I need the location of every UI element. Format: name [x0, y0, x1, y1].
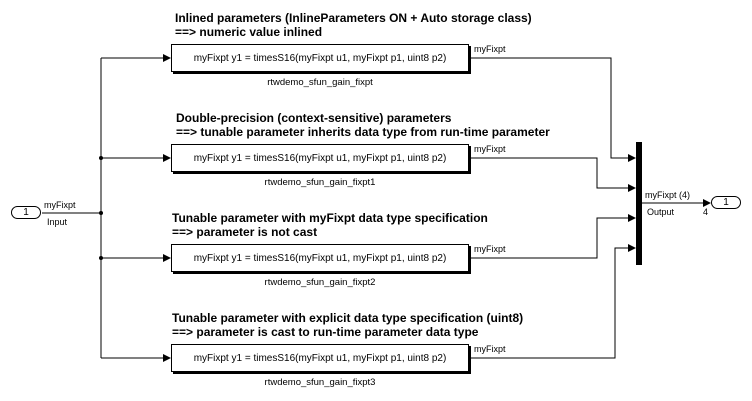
branch-2-heading-line-1: Double-precision (context-sensitive) par… — [176, 111, 452, 125]
signal-width-label: 4 — [703, 207, 709, 217]
line-block-3-to-mux — [471, 214, 636, 259]
branch-4-heading-line-2: ==> parameter is cast to run-time parame… — [172, 325, 479, 339]
sfunction-block-4[interactable]: myFixpt y1 = timesS16(myFixpt u1, myFixp… — [171, 344, 469, 372]
block-1-text: myFixpt y1 = timesS16(myFixpt u1, myFixp… — [193, 52, 447, 64]
line-block-1-to-mux — [471, 57, 636, 162]
line-block-2-to-mux — [471, 157, 636, 192]
block-2-name: rtwdemo_sfun_gain_fixpt1 — [264, 177, 376, 188]
block-4-name: rtwdemo_sfun_gain_fixpt3 — [264, 377, 376, 388]
outport-block[interactable]: 1 — [711, 196, 741, 209]
outport-name: Output — [647, 207, 675, 217]
inport-signal-label: myFixpt — [44, 200, 76, 210]
inport-number: 1 — [23, 207, 29, 218]
block-3-name: rtwdemo_sfun_gain_fixpt2 — [264, 277, 376, 288]
inport-name: Input — [47, 217, 68, 227]
sfunction-block-2[interactable]: myFixpt y1 = timesS16(myFixpt u1, myFixp… — [171, 144, 469, 172]
block-1-output-signal: myFixpt — [474, 44, 506, 54]
branch-2-heading-line-2: ==> tunable parameter inherits data type… — [176, 125, 550, 139]
branch-1-heading-line-2: ==> numeric value inlined — [175, 25, 323, 39]
branch-1-heading-line-1: Inlined parameters (InlineParameters ON … — [175, 11, 532, 25]
junction-dot — [99, 156, 103, 160]
block-4-output-signal: myFixpt — [474, 344, 506, 354]
junction-dot — [99, 211, 103, 215]
outport-signal-label: myFixpt (4) — [645, 190, 690, 200]
block-2-output-signal: myFixpt — [474, 144, 506, 154]
block-3-output-signal: myFixpt — [474, 244, 506, 254]
branch-3-heading-line-2: ==> parameter is not cast — [172, 225, 318, 239]
block-3-text: myFixpt y1 = timesS16(myFixpt u1, myFixp… — [193, 252, 447, 264]
block-4-text: myFixpt y1 = timesS16(myFixpt u1, myFixp… — [193, 352, 447, 364]
sfunction-block-3[interactable]: myFixpt y1 = timesS16(myFixpt u1, myFixp… — [171, 244, 469, 272]
branch-3-heading-line-1: Tunable parameter with myFixpt data type… — [172, 211, 488, 225]
block-1-name: rtwdemo_sfun_gain_fixpt — [267, 77, 373, 88]
branch-4-heading-line-1: Tunable parameter with explicit data typ… — [172, 311, 524, 325]
junction-dot — [99, 256, 103, 260]
line-block-4-to-mux — [471, 244, 636, 359]
inport-block[interactable]: 1 — [11, 206, 41, 219]
mux-block[interactable] — [636, 142, 642, 265]
block-2-text: myFixpt y1 = timesS16(myFixpt u1, myFixp… — [193, 152, 447, 164]
sfunction-block-1[interactable]: myFixpt y1 = timesS16(myFixpt u1, myFixp… — [171, 44, 469, 72]
outport-number: 1 — [723, 197, 729, 208]
